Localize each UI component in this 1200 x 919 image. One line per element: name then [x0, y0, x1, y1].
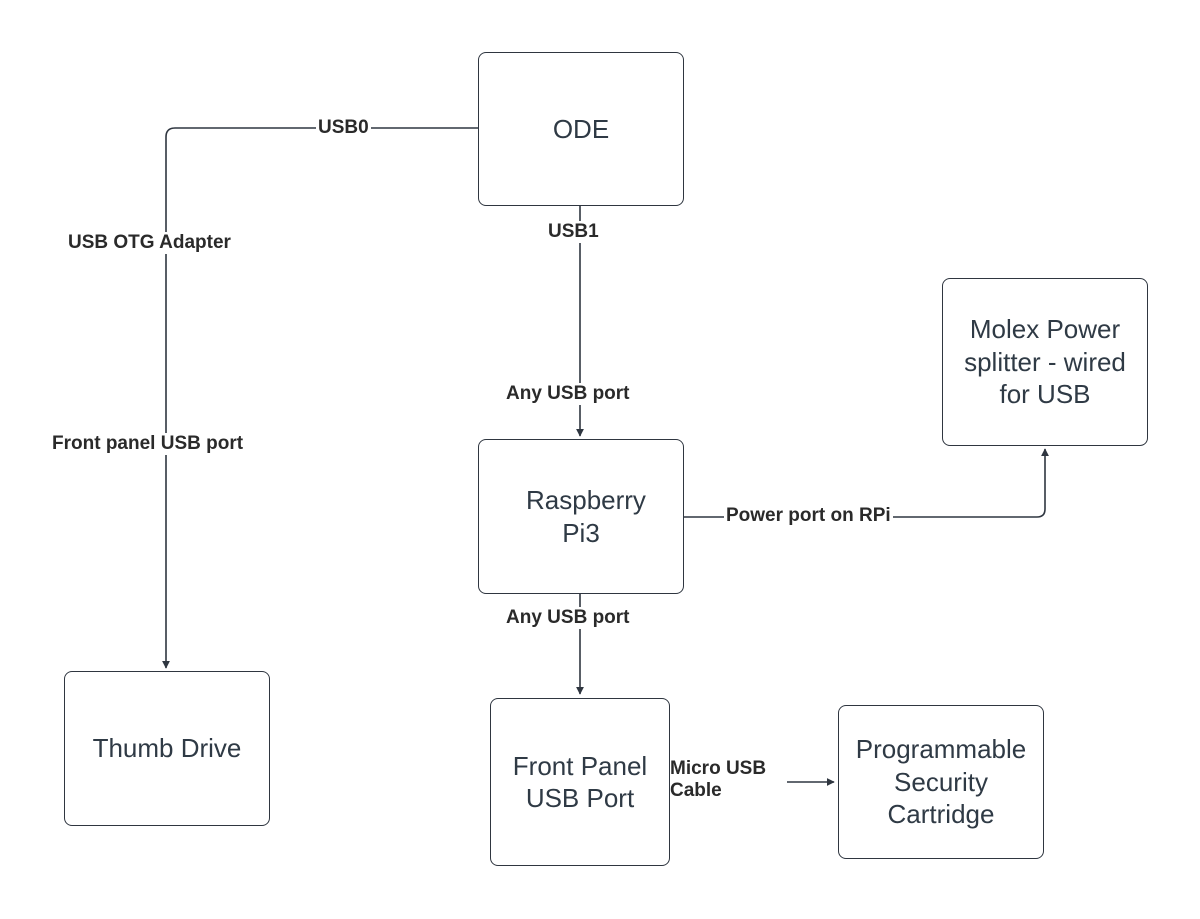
node-security-cartridge: Programmable Security Cartridge: [838, 705, 1044, 859]
edge-label-any-usb-port-upper: Any USB port: [504, 383, 632, 405]
edge-label-micro-usb-cable: Micro USB Cable: [670, 758, 767, 801]
edge-label-usb-otg-adapter: USB OTG Adapter: [66, 232, 233, 254]
node-raspberry-pi-label: Raspberry Pi3: [526, 485, 646, 548]
edge-ode-to-thumb-drive: [162, 127, 478, 669]
node-front-panel-port: Front Panel USB Port: [490, 698, 670, 866]
node-molex-splitter: Molex Power splitter - wired for USB: [942, 278, 1148, 446]
node-front-panel-label: Front Panel USB Port: [512, 750, 648, 814]
edge-label-any-usb-port-lower: Any USB port: [504, 607, 632, 629]
node-thumb-drive-label: Thumb Drive: [92, 733, 242, 764]
edge-label-usb0: USB0: [316, 117, 371, 139]
node-molex-label: Molex Power splitter - wired for USB: [964, 314, 1126, 410]
edge-label-power-port: Power port on RPi: [724, 505, 893, 527]
edge-label-usb1: USB1: [546, 221, 601, 243]
node-thumb-drive: Thumb Drive: [64, 671, 270, 826]
node-ode: ODE: [478, 52, 684, 206]
node-raspberry-pi: Raspberry Pi3: [478, 439, 684, 594]
node-security-cartridge-label: Programmable Security Cartridge: [855, 734, 1027, 830]
edge-raspberry-pi-to-molex: [684, 448, 1049, 518]
node-ode-label: ODE: [552, 113, 610, 144]
edge-label-front-panel-usb-port: Front panel USB port: [50, 433, 246, 455]
